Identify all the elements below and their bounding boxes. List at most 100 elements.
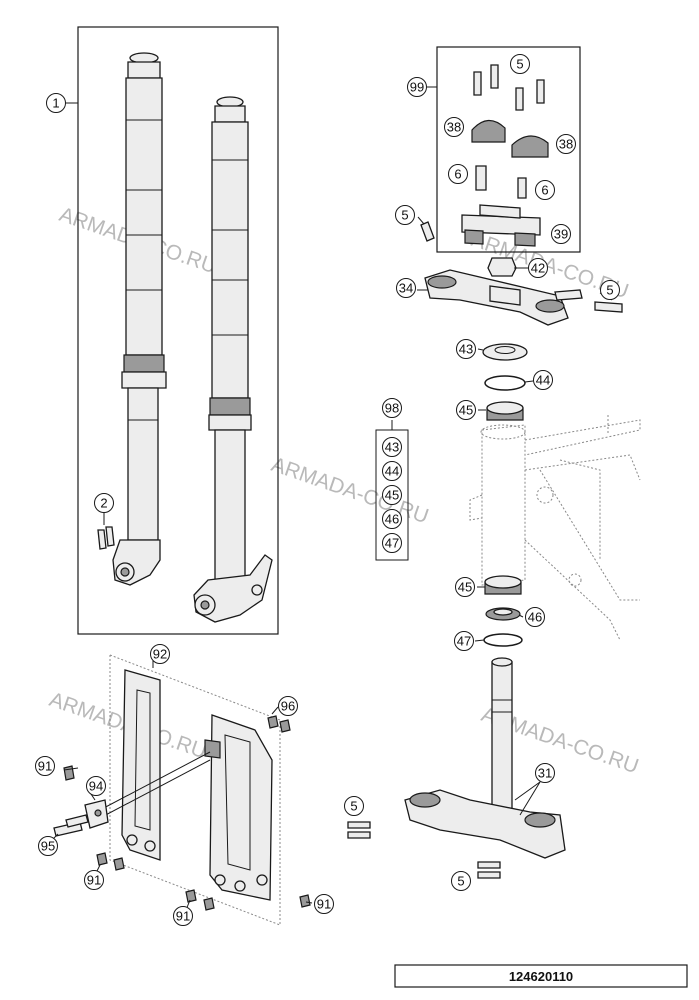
- callout-screws-lower-b: 5: [451, 871, 471, 891]
- svg-text:45: 45: [385, 488, 399, 503]
- svg-text:91: 91: [38, 759, 52, 774]
- guard-group-box: [109, 654, 281, 926]
- svg-text:5: 5: [350, 799, 357, 814]
- svg-text:43: 43: [385, 440, 399, 455]
- guard-screws: [53, 715, 311, 911]
- svg-text:46: 46: [528, 610, 542, 625]
- callout-lower-clamp: 31: [535, 763, 555, 783]
- svg-text:45: 45: [458, 580, 472, 595]
- fork-leg-left: [112, 52, 167, 586]
- svg-text:92: 92: [153, 647, 167, 662]
- svg-text:6: 6: [454, 167, 461, 182]
- callout-bearing-lower: 45: [455, 577, 475, 597]
- svg-text:45: 45: [459, 403, 473, 418]
- callout-screw-side: 5: [395, 205, 415, 225]
- callout-kit-item-1: 43: [382, 437, 402, 457]
- seal-lower: [485, 607, 521, 621]
- callout-bearing-kit: 98: [382, 398, 402, 418]
- callout-riser: 39: [551, 224, 571, 244]
- svg-text:44: 44: [385, 464, 399, 479]
- svg-text:31: 31: [538, 766, 552, 781]
- svg-text:91: 91: [317, 897, 331, 912]
- stem-nut: [487, 257, 517, 277]
- callout-guard-screw-c: 91: [84, 870, 104, 890]
- callout-clamp-right: 38: [556, 134, 576, 154]
- clamp-screw: [594, 301, 623, 313]
- ring-lower: [483, 633, 523, 647]
- svg-text:5: 5: [516, 57, 523, 72]
- svg-text:98: 98: [385, 401, 399, 416]
- callout-screw-clamp: 5: [600, 280, 620, 300]
- figure-code-box: 124620110: [394, 964, 688, 988]
- svg-text:5: 5: [606, 283, 613, 298]
- svg-text:96: 96: [281, 699, 295, 714]
- fork-guard-right: [204, 714, 273, 901]
- callout-bar-mount-kit: 99: [407, 77, 427, 97]
- callout-guard-bracket: 94: [86, 776, 106, 796]
- fork-bolts: [97, 512, 115, 550]
- svg-text:44: 44: [536, 373, 550, 388]
- callout-guard-screw-b: 95: [38, 836, 58, 856]
- bearing-upper: [482, 343, 528, 361]
- callout-fork: 1: [46, 93, 66, 113]
- guard-bracket: [84, 751, 211, 829]
- callouts: 1 2 99 5 38 38 6 6 5 39 42 34 5 43 44 45…: [35, 54, 620, 926]
- figure-code: 124620110: [509, 969, 573, 984]
- callout-screws-lower-a: 5: [344, 796, 364, 816]
- bearing-upper-race: [486, 401, 524, 421]
- callout-fork-bolts: 2: [94, 493, 114, 513]
- svg-text:95: 95: [41, 839, 55, 854]
- callout-guard-screw-d: 91: [173, 906, 193, 926]
- fork-guard-left: [121, 669, 161, 861]
- watermark: ARMADA-CO.RU: [268, 453, 431, 528]
- svg-text:42: 42: [531, 261, 545, 276]
- svg-text:38: 38: [447, 120, 461, 135]
- svg-text:99: 99: [410, 80, 424, 95]
- svg-text:91: 91: [176, 909, 190, 924]
- callout-screw-mid-right: 6: [535, 180, 555, 200]
- callout-clamp-left: 38: [444, 117, 464, 137]
- svg-text:34: 34: [399, 281, 413, 296]
- svg-text:39: 39: [554, 227, 568, 242]
- fork-group-box: [77, 26, 279, 635]
- frame-outline: [469, 415, 641, 641]
- callout-screw-top: 5: [510, 54, 530, 74]
- lower-triple-clamp: [404, 657, 566, 859]
- callout-guard-screw-a: 91: [35, 756, 55, 776]
- svg-text:94: 94: [89, 779, 103, 794]
- bar-mount-parts: [461, 64, 549, 247]
- lower-screws: [347, 821, 501, 879]
- callout-seal-upper: 44: [533, 370, 553, 390]
- callout-guard-nut: 96: [278, 696, 298, 716]
- side-screw: [420, 221, 435, 242]
- callout-kit-item-3: 45: [382, 485, 402, 505]
- upper-triple-clamp: [424, 269, 583, 326]
- svg-text:38: 38: [559, 137, 573, 152]
- callout-kit-item-2: 44: [382, 461, 402, 481]
- bar-mount-kit-box: [436, 46, 581, 253]
- svg-text:2: 2: [100, 496, 107, 511]
- svg-text:46: 46: [385, 512, 399, 527]
- svg-text:5: 5: [401, 208, 408, 223]
- callout-kit-item-5: 47: [382, 533, 402, 553]
- callout-bearing-upper-race: 45: [456, 400, 476, 420]
- svg-text:5: 5: [457, 874, 464, 889]
- callout-upper-clamp: 34: [396, 278, 416, 298]
- callout-ring-lower: 47: [454, 631, 474, 651]
- callout-seal-lower: 46: [525, 607, 545, 627]
- callout-screw-mid-left: 6: [448, 164, 468, 184]
- svg-text:91: 91: [87, 873, 101, 888]
- svg-text:6: 6: [541, 183, 548, 198]
- svg-text:43: 43: [459, 342, 473, 357]
- callout-kit-item-4: 46: [382, 509, 402, 529]
- bearing-lower: [484, 575, 522, 595]
- fork-leg-right: [193, 96, 273, 623]
- svg-text:47: 47: [385, 536, 399, 551]
- svg-text:47: 47: [457, 634, 471, 649]
- callout-guard-set: 92: [150, 644, 170, 664]
- svg-text:1: 1: [52, 96, 59, 111]
- callout-bearing-upper: 43: [456, 339, 476, 359]
- seal-upper: [484, 375, 526, 391]
- callout-guard-screw-e: 91: [314, 894, 334, 914]
